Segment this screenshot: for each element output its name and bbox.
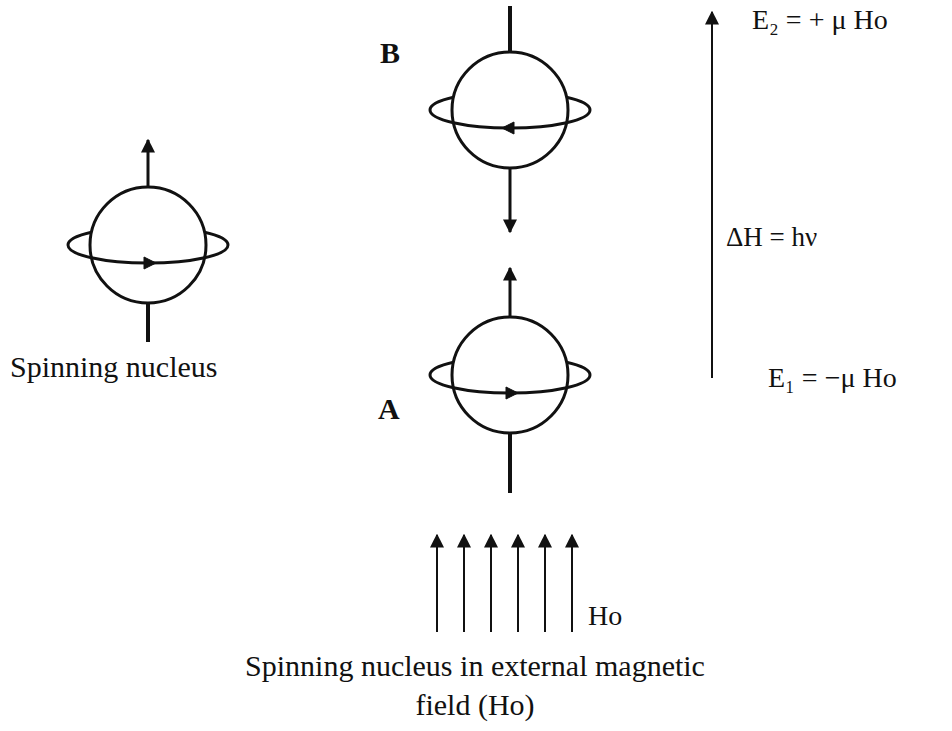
field-label: Ho <box>588 600 622 632</box>
spin-direction-head <box>506 387 518 399</box>
field-arrow <box>517 535 519 632</box>
field-arrow <box>571 535 573 632</box>
nucleus-sphere <box>452 52 568 168</box>
field-arrow <box>463 535 465 632</box>
external-field-arrows <box>437 535 572 632</box>
spin-axis <box>508 433 512 493</box>
energy-label: E₂ = + μ Ho <box>752 4 888 36</box>
caption-text: Spinning nucleus in external magnetic fi… <box>215 646 735 724</box>
spin-axis <box>146 303 150 342</box>
energy-gap-label: ΔH = hν <box>726 222 817 253</box>
state-letter: A <box>378 392 400 427</box>
field-arrow <box>544 535 546 632</box>
spin-direction-head <box>502 122 514 134</box>
magnetic-moment-arrow <box>509 168 512 232</box>
nucleus-sphere <box>452 317 568 433</box>
spin-axis <box>508 6 512 52</box>
spinning-nucleus <box>430 6 590 232</box>
energy-gap-arrow <box>711 12 713 378</box>
spin-direction-head <box>144 257 156 269</box>
spinning-nucleus <box>68 140 228 342</box>
figure-label: Spinning nucleus <box>10 350 218 385</box>
field-arrow <box>490 535 492 632</box>
energy-label: E₁ = −μ Ho <box>768 362 897 394</box>
magnetic-moment-arrow <box>147 140 150 187</box>
field-arrow <box>436 535 438 632</box>
magnetic-moment-arrow <box>509 268 512 317</box>
spinning-nucleus <box>430 268 590 493</box>
state-letter: B <box>380 36 400 71</box>
nucleus-sphere <box>90 187 206 303</box>
